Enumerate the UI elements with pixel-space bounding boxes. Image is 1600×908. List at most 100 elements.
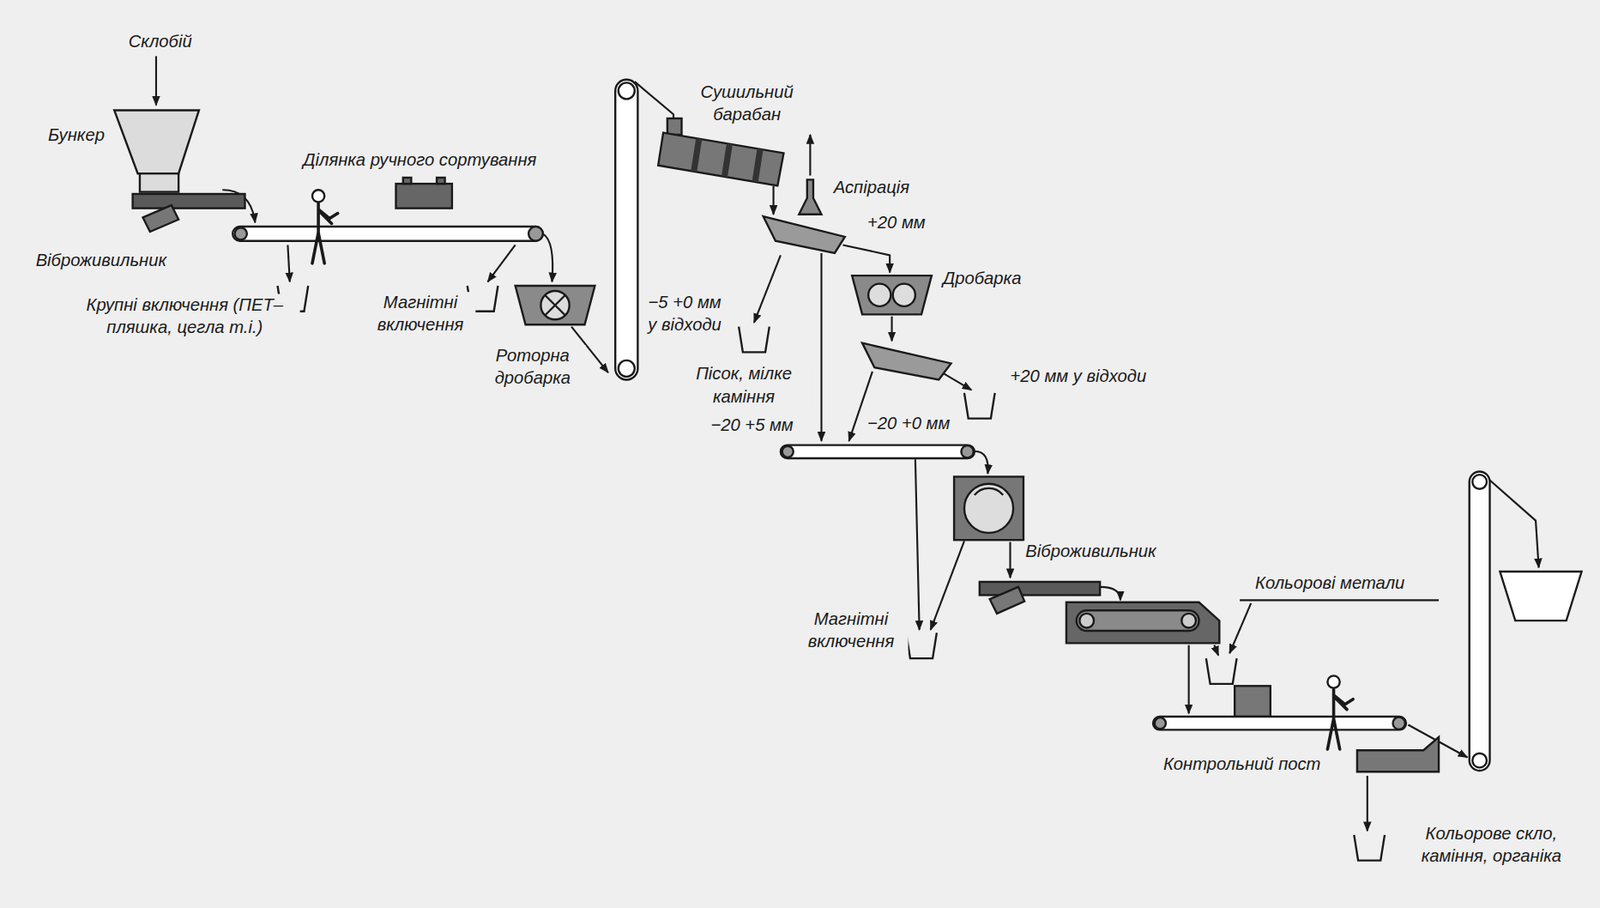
flow-label: Аспірація [831, 176, 912, 200]
flow-label: +20 мм [865, 211, 928, 235]
waste-bins [277, 285, 1385, 861]
equipment-part [974, 488, 1003, 496]
flow-arrows-part [890, 316, 893, 342]
equipment-part [1234, 685, 1271, 717]
flow-arrows-part [842, 244, 890, 272]
flow-arrows-part [1099, 586, 1121, 600]
flow-label: −20 +5 мм [694, 414, 811, 437]
flow-label: Роторна дробарка [479, 344, 586, 391]
worker-figures-part-part [312, 189, 325, 202]
equipment-part [780, 445, 975, 459]
flow-label: Кольорові метали [1253, 572, 1407, 595]
flow-label: +20 мм у відходи [1008, 365, 1149, 388]
equipment-part [1499, 571, 1582, 621]
flow-arrows-part [943, 373, 972, 390]
flow-label: Дробарка [941, 267, 1024, 290]
flow-arrows [156, 55, 1540, 831]
worker-figures-part-part [1327, 688, 1353, 749]
equipment-part [1079, 613, 1094, 628]
flow-arrows-part [155, 55, 157, 105]
equipment-part [143, 205, 180, 232]
equipment-part [114, 109, 200, 174]
flow-label: Магнітні включення [793, 608, 908, 654]
equipment-part [132, 193, 246, 209]
equipment-part [960, 445, 973, 458]
equipment-part [851, 275, 932, 314]
worker-figures-part-part [1327, 675, 1340, 688]
waste-bins-part [964, 392, 996, 419]
equipment-part [403, 177, 412, 184]
flow-label: −5 +0 мм у відходи [642, 291, 727, 338]
flow-label: Склобій [117, 30, 204, 54]
flow-arrows-part [543, 233, 553, 282]
flow-arrows-part [1188, 645, 1190, 714]
flow-label: Кольорове скло, каміння, органіка [1400, 822, 1583, 869]
flow-label: Сушильний барабан [688, 81, 806, 127]
flow-arrows-part [1008, 542, 1011, 579]
equipment-part [1472, 753, 1487, 768]
equipment-part [395, 183, 452, 209]
flow-arrows-part [754, 254, 781, 323]
worker-figures-part-part [312, 203, 339, 264]
flow-label: Ділянка ручного сортування [301, 149, 539, 172]
flow-label: Магнітні включення [365, 291, 476, 338]
equipment-part [515, 285, 596, 325]
waste-bins-part [1353, 834, 1385, 861]
equipment-part [667, 118, 683, 135]
flow-label: Пісок, мілке каміння [675, 362, 812, 409]
worker-figures [312, 189, 1353, 749]
equipment-part [798, 179, 822, 214]
flow-arrows-part [772, 185, 774, 214]
equipment-part [763, 216, 846, 254]
worker-figures-part [1327, 675, 1353, 749]
equipment-part [436, 177, 446, 184]
equipment-part [618, 360, 635, 377]
flow-arrows-part [915, 458, 920, 630]
flow-arrows-part [287, 244, 290, 282]
flow-arrows-part [488, 244, 516, 282]
waste-bins-part [905, 632, 937, 659]
equipment-part [893, 283, 916, 307]
equipment-part [1154, 717, 1166, 729]
flow-arrows-part [809, 134, 811, 176]
worker-figures-part [312, 189, 339, 264]
equipment-part [979, 581, 1100, 595]
equipment-part [540, 290, 569, 320]
equipment-part [694, 138, 761, 182]
flow-arrows-part [1366, 775, 1369, 831]
flow-label: Віброживильник [1023, 540, 1159, 563]
waste-bins-part [1206, 658, 1238, 684]
equipment-part [1472, 474, 1487, 490]
flow-label: Крупні включення (ПЕТ–пляшка, цегла т.і.… [69, 294, 301, 340]
equipment-part [868, 283, 891, 307]
flow-arrows-part [974, 451, 989, 474]
equipment-part [232, 226, 544, 242]
equipment-part [1469, 471, 1491, 771]
flow-arrows-part [1239, 598, 1439, 601]
equipment-part [1076, 609, 1200, 631]
equipment-part [618, 82, 635, 99]
equipment-part [1393, 717, 1406, 730]
flow-label: Віброживильник [33, 249, 169, 272]
equipment-part [990, 586, 1025, 614]
waste-bins-part [738, 326, 770, 353]
equipment-part [782, 446, 794, 458]
equipment [114, 79, 1582, 772]
equipment-part [964, 483, 1014, 533]
flow-arrows-part [820, 253, 822, 441]
equipment-part [1181, 613, 1196, 628]
equipment-part [615, 79, 638, 381]
equipment-part [528, 226, 544, 242]
equipment-part [1066, 602, 1220, 644]
flow-arrows-part [1229, 603, 1251, 653]
flow-label: −20 +0 мм [865, 412, 953, 435]
flow-arrows-part [1213, 645, 1219, 656]
flow-label: Бункер [46, 124, 108, 147]
equipment-part [953, 476, 1024, 540]
equipment-part [1357, 736, 1439, 772]
equipment-part [544, 295, 566, 316]
equipment-part [139, 173, 179, 192]
